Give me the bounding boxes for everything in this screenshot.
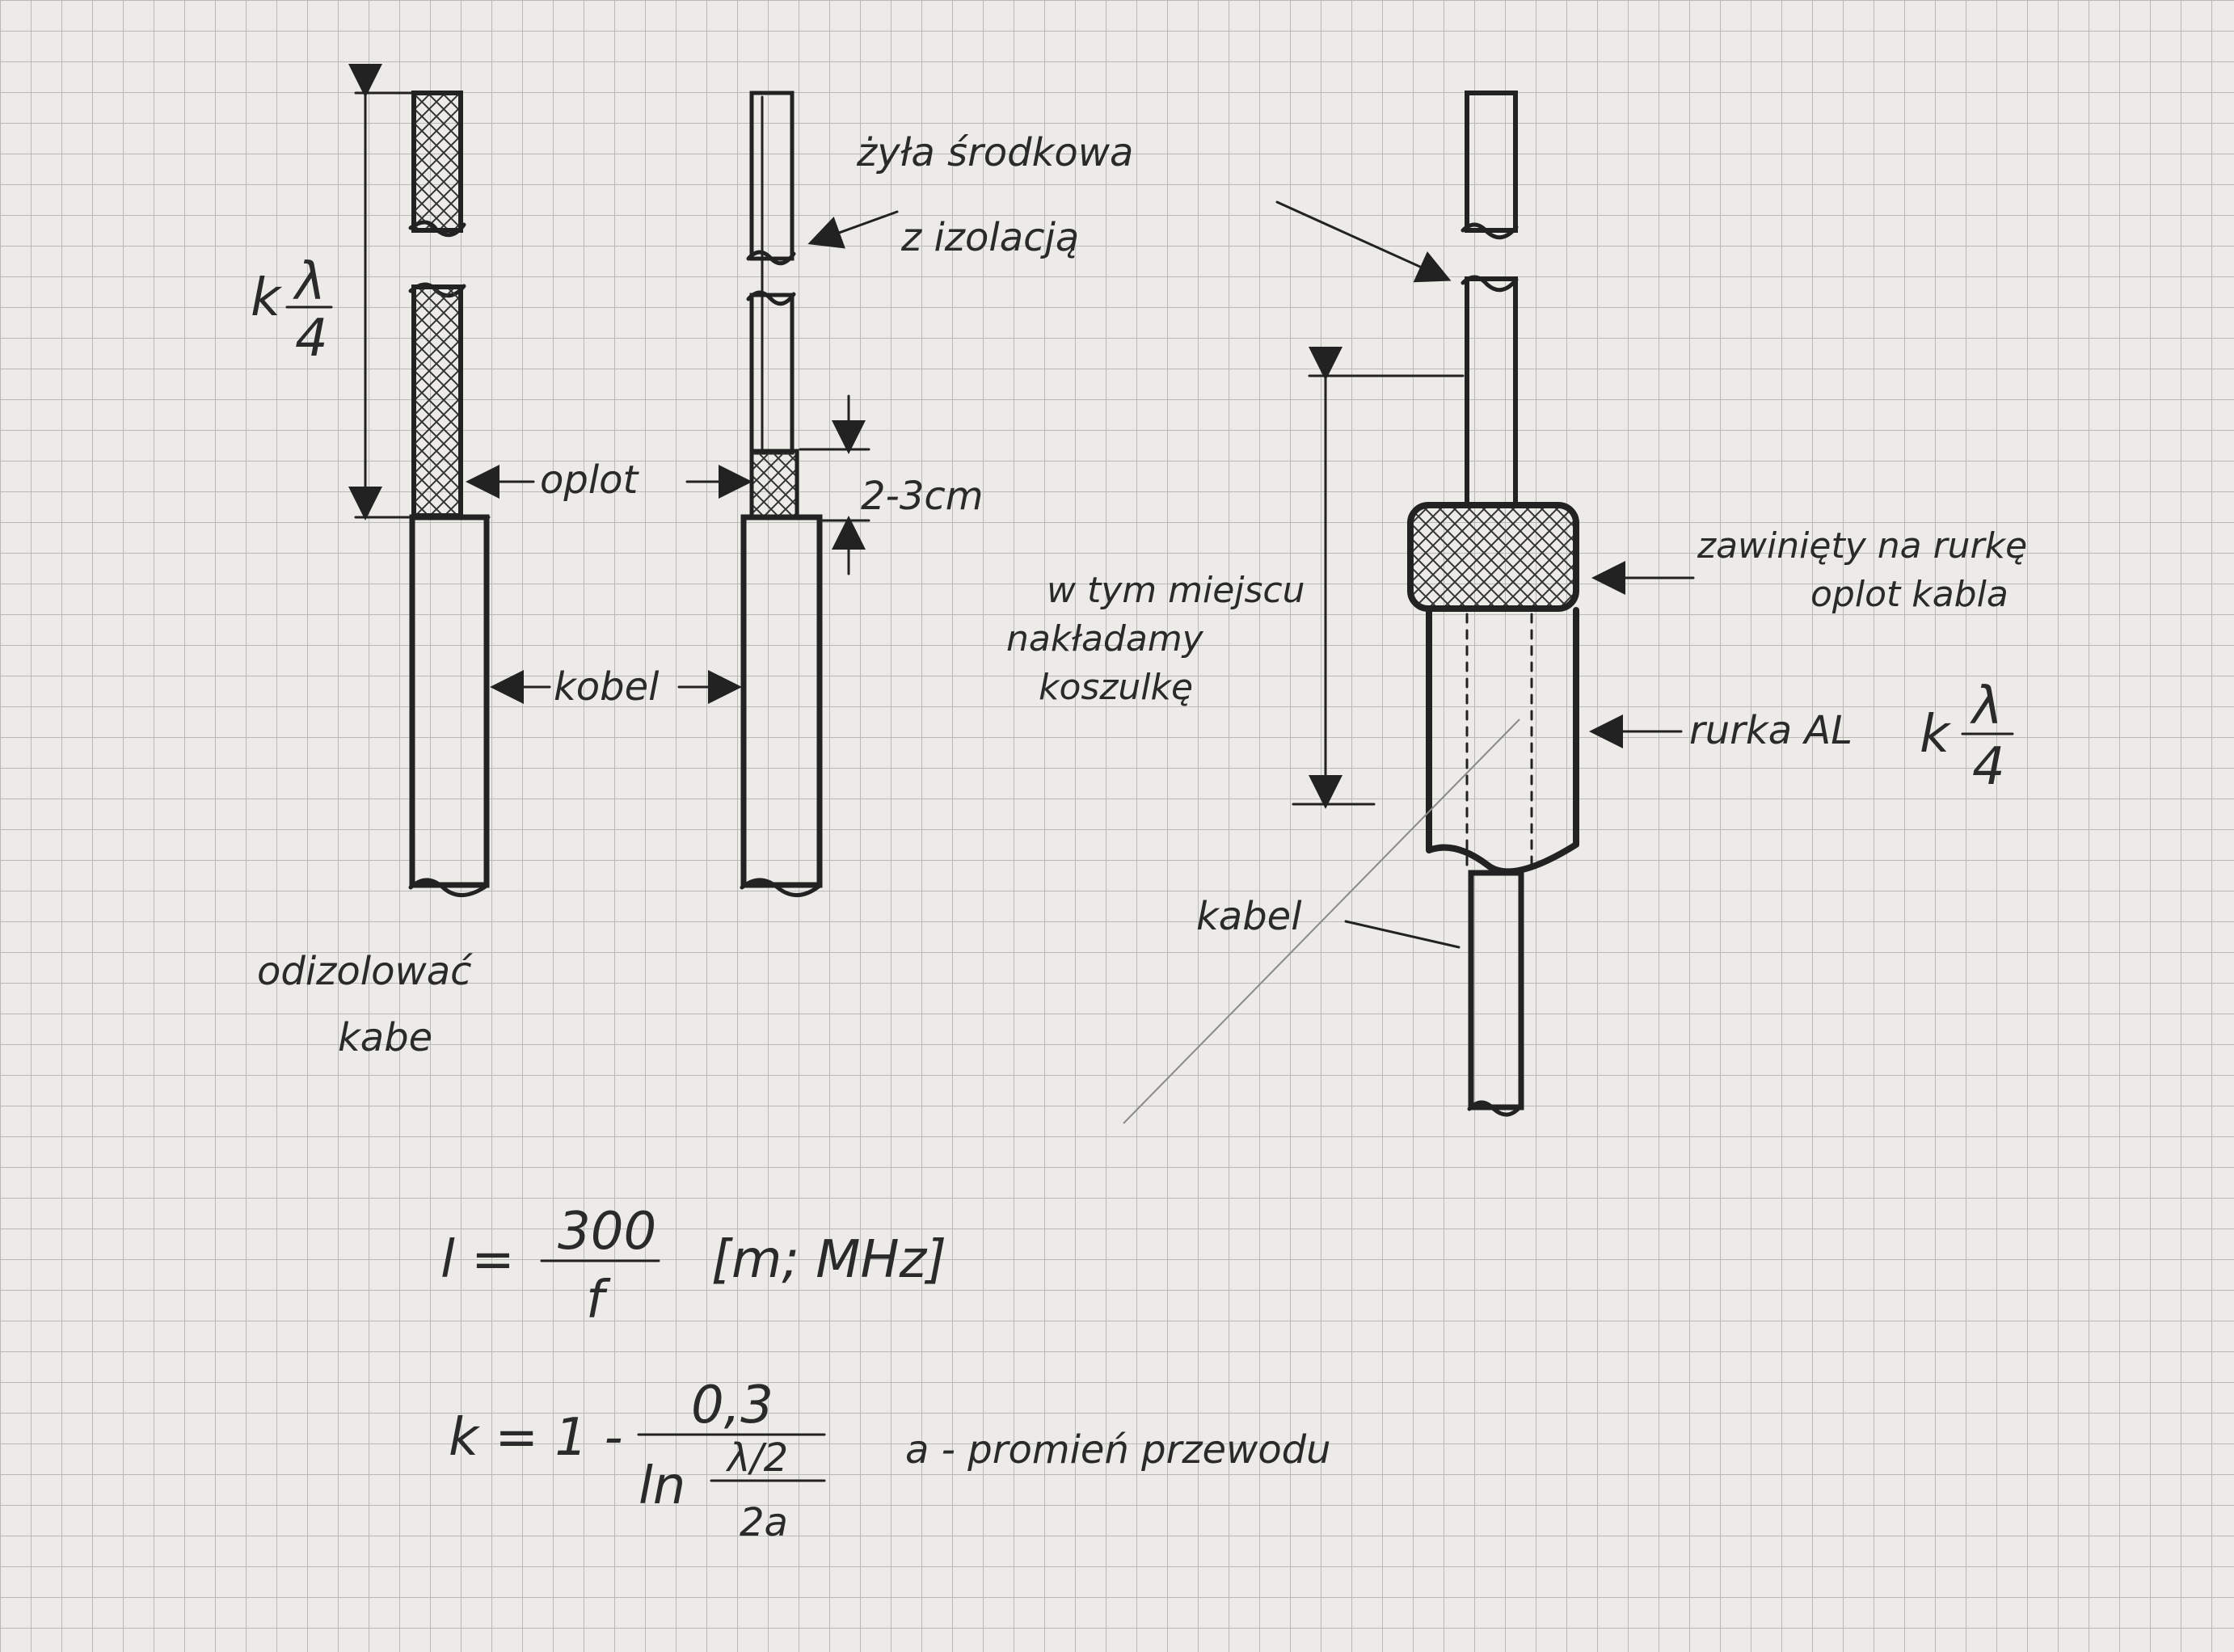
formula2-note: a - promień przewodu (905, 1427, 1331, 1473)
core-top (1465, 91, 1518, 233)
dimension-2-3cm: 2-3cm (861, 474, 984, 519)
figure-3-assembly: w tym miejscu nakładamy koszulkę zawinię… (1006, 91, 2027, 1124)
fig1-caption-line1: odizolować (257, 949, 473, 994)
braid-upper (411, 91, 463, 233)
tube-label-k: k (1920, 705, 1952, 765)
folded-braid (1407, 502, 1579, 612)
figure-1-stripped-cable: k λ 4 oplot kobel odizolować kabe (251, 64, 742, 1060)
fig1-cable-label: kobel (554, 664, 660, 710)
braid-short (749, 449, 799, 520)
aluminium-tube (1426, 607, 1579, 875)
length-label-lambda: λ (293, 252, 326, 312)
cable-bottom (1468, 870, 1524, 1110)
cable-jacket-2 (740, 514, 823, 888)
tube-label-four: 4 (1972, 737, 2005, 797)
formula1-numerator: 300 (558, 1202, 656, 1262)
figure-2-core: żyła środkowa z izolacją 2-3cm (685, 91, 1133, 897)
braid-note-line2: oplot kabla (1810, 574, 2008, 615)
length-label-k: k (251, 268, 283, 328)
fig1-braid-label: oplot (540, 457, 640, 503)
formula2-numerator: 0,3 (691, 1376, 773, 1435)
core-label-line1: żyła środkowa (856, 130, 1133, 175)
diagonal-guide (1123, 719, 1520, 1124)
sleeve-note-line1: w tym miejscu (1047, 570, 1305, 611)
fig3-cable-label: kabel (1196, 894, 1302, 939)
length-label-four: 4 (295, 309, 328, 369)
formula2-inner-numerator: λ/2 (725, 1435, 788, 1481)
sleeve-note-line2: nakładamy (1006, 618, 1204, 660)
tube-label-lambda: λ (1970, 676, 2003, 736)
core-label-line2: z izolacją (900, 215, 1079, 260)
sleeve-note-line3: koszulkę (1039, 667, 1193, 708)
formula2-lhs: k = 1 - (449, 1408, 623, 1468)
tube-label: rurka AL (1689, 708, 1853, 753)
formula1-units: [m; MHz] (711, 1230, 946, 1290)
braid-note-line1: zawinięty na rurkę (1697, 525, 2027, 567)
formula2-ln: ln (639, 1456, 685, 1516)
fig1-caption-line2: kabe (338, 1015, 432, 1060)
braid-lower (411, 284, 463, 518)
formula-shortening-factor: k = 1 - 0,3 ln λ/2 2a a - promień przewo… (449, 1376, 1331, 1545)
formula2-inner-denominator: 2a (740, 1500, 788, 1545)
formula1-lhs: l = (440, 1230, 515, 1290)
